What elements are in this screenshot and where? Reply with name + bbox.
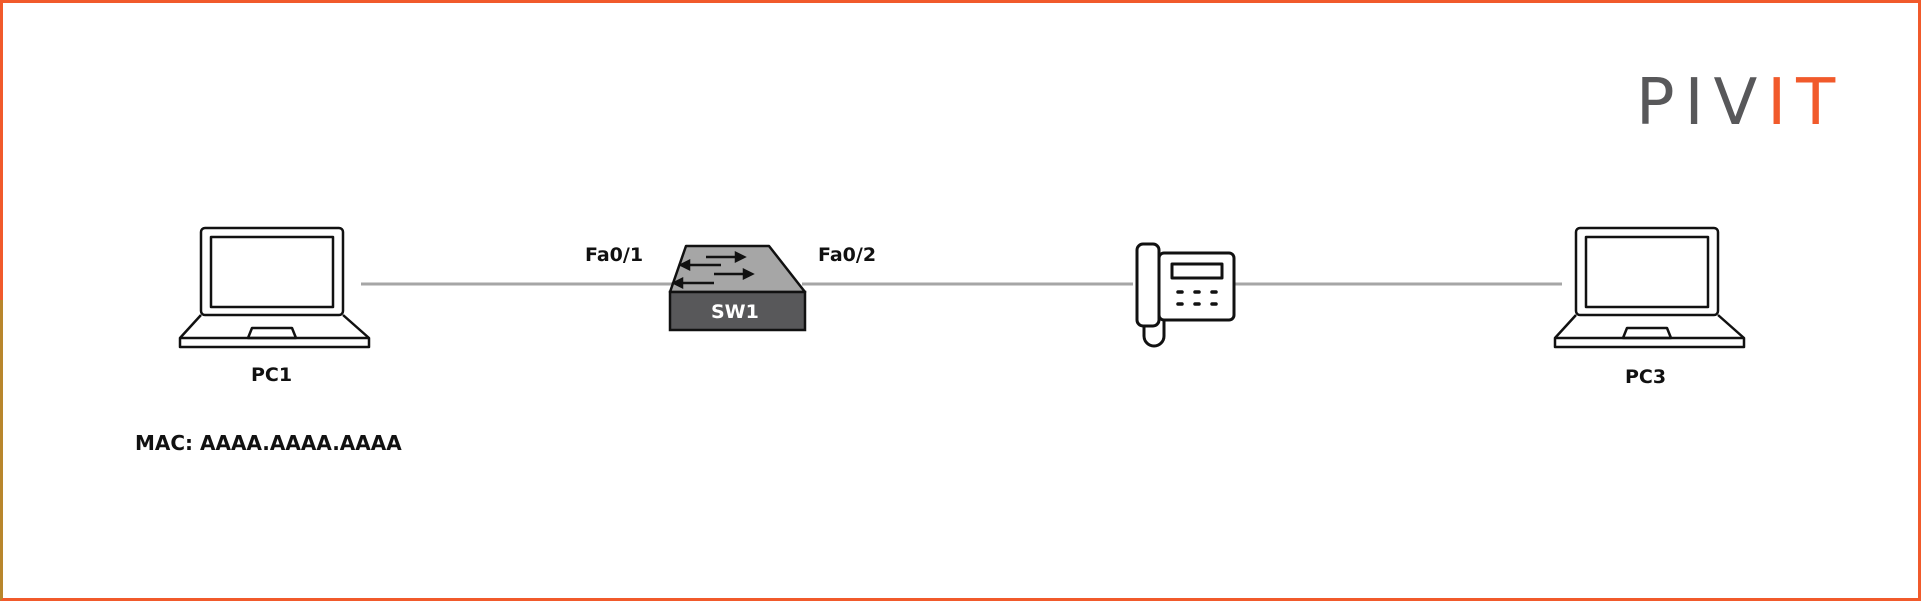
pc1-label: PC1 bbox=[251, 364, 293, 386]
pc1-mac-label: MAC: AAAA.AAAA.AAAA bbox=[135, 431, 402, 455]
pivit-logo: PIVIT bbox=[1636, 66, 1846, 140]
pc3-label: PC3 bbox=[1625, 366, 1667, 388]
ip-phone-icon[interactable] bbox=[1135, 242, 1236, 348]
port-label-fa0-1: Fa0/1 bbox=[585, 244, 644, 266]
switch-arrows-icon bbox=[671, 250, 755, 290]
pc1-laptop-icon[interactable] bbox=[178, 226, 371, 349]
frame-edge bbox=[0, 0, 3, 300]
pc3-laptop-icon[interactable] bbox=[1553, 226, 1746, 349]
sw1-switch-icon[interactable] bbox=[668, 244, 807, 332]
port-label-fa0-2: Fa0/2 bbox=[818, 244, 877, 266]
sw1-label: SW1 bbox=[711, 301, 759, 323]
